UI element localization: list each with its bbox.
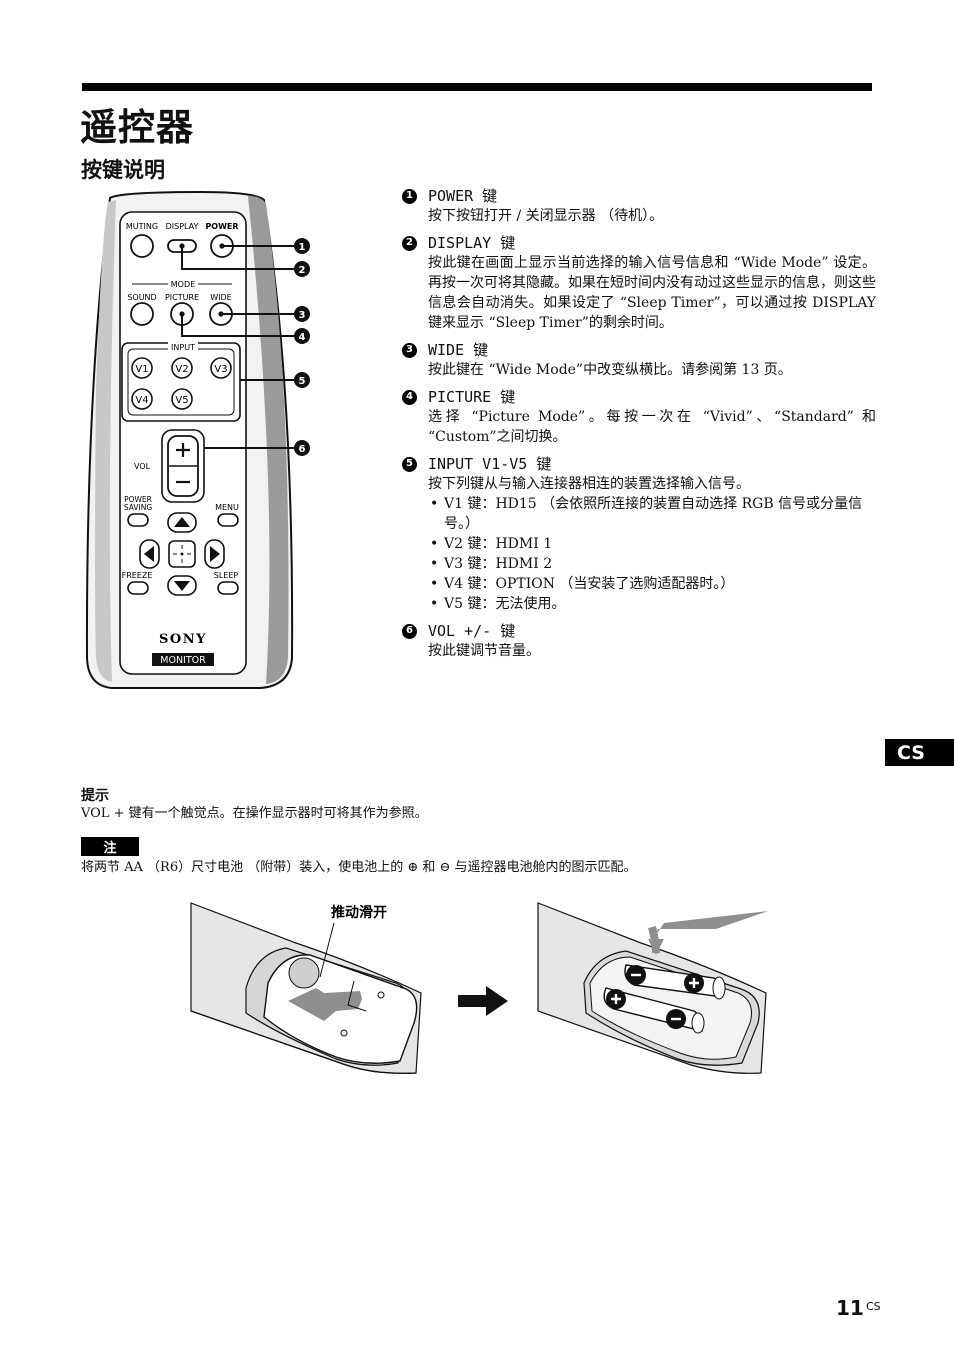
item-body: 选择 “Picture Mode”。每按一次在 “Vivid”、“Standar… (428, 409, 876, 445)
item-number: 6 (402, 623, 417, 639)
page-title: 遥控器 (80, 106, 194, 149)
label-mode: MODE (171, 280, 195, 289)
callout-6: 6 (299, 444, 306, 455)
item-body: 按此键调节音量。 (428, 643, 540, 659)
item-input: 5 INPUT V1-V5 键 按下列键从与输入连接器相连的装置选择输入信号。 V… (402, 454, 876, 614)
item-heading: INPUT V1-V5 键 (428, 455, 552, 473)
remote-control-illustration: MUTING DISPLAY POWER MODE SOUND PICTURE … (85, 190, 310, 689)
label-sound: SOUND (127, 293, 156, 302)
label-power-saving-1: POWER (124, 495, 152, 504)
label-vol: VOL (134, 462, 151, 471)
note-text: 将两节 AA （R6）尺寸电池 （附带）装入，使电池上的 ⊕ 和 ⊖ 与遥控器电… (81, 860, 637, 875)
item-body: 按此键在画面上显示当前选择的输入信号信息和 “Wide Mode” 设定。再按一… (428, 255, 876, 331)
hint-title: 提示 (81, 788, 109, 804)
item-number: 1 (402, 188, 417, 204)
list-item: V2 键：HDMI 1 (428, 534, 876, 554)
item-wide: 3 WIDE 键 按此键在 “Wide Mode”中改变纵横比。请参阅第 13 页… (402, 340, 876, 380)
v3-button[interactable] (210, 357, 232, 379)
sound-button[interactable] (130, 302, 154, 326)
power-saving-button[interactable] (127, 513, 149, 527)
label-menu: MENU (215, 503, 239, 512)
top-rule (82, 83, 872, 91)
list-item: V3 键：HDMI 2 (428, 554, 876, 574)
push-slide-label: 推动滑开 (331, 904, 387, 921)
v1-button[interactable] (131, 357, 153, 379)
input-bullet-list: V1 键：HD15 （会依照所连接的装置自动选择 RGB 信号或分量信号。） V… (402, 494, 876, 614)
v2-label: V2 (175, 364, 188, 375)
label-power-saving-2: SAVING (124, 503, 153, 512)
item-vol: 6 VOL +/- 键 按此键调节音量。 (402, 621, 876, 661)
note-badge: 注 (81, 837, 139, 856)
v2-button[interactable] (171, 357, 193, 379)
item-body: 按下列键从与输入连接器相连的装置选择输入信号。 (428, 476, 750, 492)
label-sleep: SLEEP (214, 571, 239, 580)
item-heading: PICTURE 键 (428, 388, 516, 406)
callout-2: 2 (299, 265, 306, 276)
v1-label: V1 (135, 364, 148, 375)
key-descriptions: 1 POWER 键 按下按钮打开 / 关闭显示器 （待机）。 2 DISPLAY 键… (402, 186, 876, 668)
remote-back-left (190, 902, 422, 1074)
v3-label: V3 (214, 364, 227, 375)
item-heading: VOL +/- 键 (428, 622, 516, 640)
hint-text: VOL + 键有一个触觉点。在操作显示器时可将其作为参照。 (81, 806, 428, 821)
v5-button[interactable] (171, 388, 193, 410)
right-arrow-icon (458, 986, 508, 1016)
item-heading: POWER 键 (428, 187, 498, 205)
label-display: DISPLAY (166, 222, 199, 231)
menu-button[interactable] (217, 513, 239, 527)
page-suffix: CS (866, 1300, 881, 1313)
freeze-button[interactable] (127, 581, 149, 595)
item-number: 3 (402, 342, 417, 358)
item-number: 2 (402, 235, 417, 251)
callout-1: 1 (299, 242, 306, 253)
remote-back-right (537, 902, 768, 1074)
muting-button[interactable] (130, 234, 154, 258)
list-item: V4 键：OPTION （当安装了选购适配器时。） (428, 574, 876, 594)
item-number: 4 (402, 389, 417, 405)
callout-3: 3 (299, 310, 306, 321)
label-picture: PICTURE (165, 293, 199, 302)
callout-4: 4 (299, 332, 306, 343)
item-picture: 4 PICTURE 键 选择 “Picture Mode”。每按一次在 “Vivi… (402, 387, 876, 447)
item-heading: DISPLAY 键 (428, 234, 516, 252)
section-title: 按键说明 (81, 158, 165, 182)
sleep-button[interactable] (217, 581, 239, 595)
v4-label: V4 (135, 395, 148, 406)
item-heading: WIDE 键 (428, 341, 489, 359)
v4-button[interactable] (131, 388, 153, 410)
item-display: 2 DISPLAY 键 按此键在画面上显示当前选择的输入信号信息和 “Wide M… (402, 233, 876, 333)
battery-installation-illustration: 推动滑开 (190, 902, 768, 1074)
list-item: V5 键：无法使用。 (428, 594, 876, 614)
label-muting: MUTING (126, 222, 158, 231)
item-body: 按下按钮打开 / 关闭显示器 （待机）。 (428, 208, 664, 224)
item-power: 1 POWER 键 按下按钮打开 / 关闭显示器 （待机）。 (402, 186, 876, 226)
list-item: V1 键：HD15 （会依照所连接的装置自动选择 RGB 信号或分量信号。） (428, 494, 876, 534)
label-input: INPUT (171, 343, 195, 352)
label-freeze: FREEZE (122, 571, 153, 580)
label-wide: WIDE (210, 293, 231, 302)
item-body: 按此键在 “Wide Mode”中改变纵横比。请参阅第 13 页。 (428, 362, 792, 378)
callout-5: 5 (299, 376, 306, 387)
language-tab: CS (885, 739, 954, 766)
label-power: POWER (205, 222, 238, 231)
v5-label: V5 (175, 395, 188, 406)
page-number: 11 (836, 1296, 864, 1320)
item-number: 5 (402, 456, 417, 472)
sony-logo: SONY (159, 632, 207, 647)
monitor-badge: MONITOR (160, 655, 206, 666)
